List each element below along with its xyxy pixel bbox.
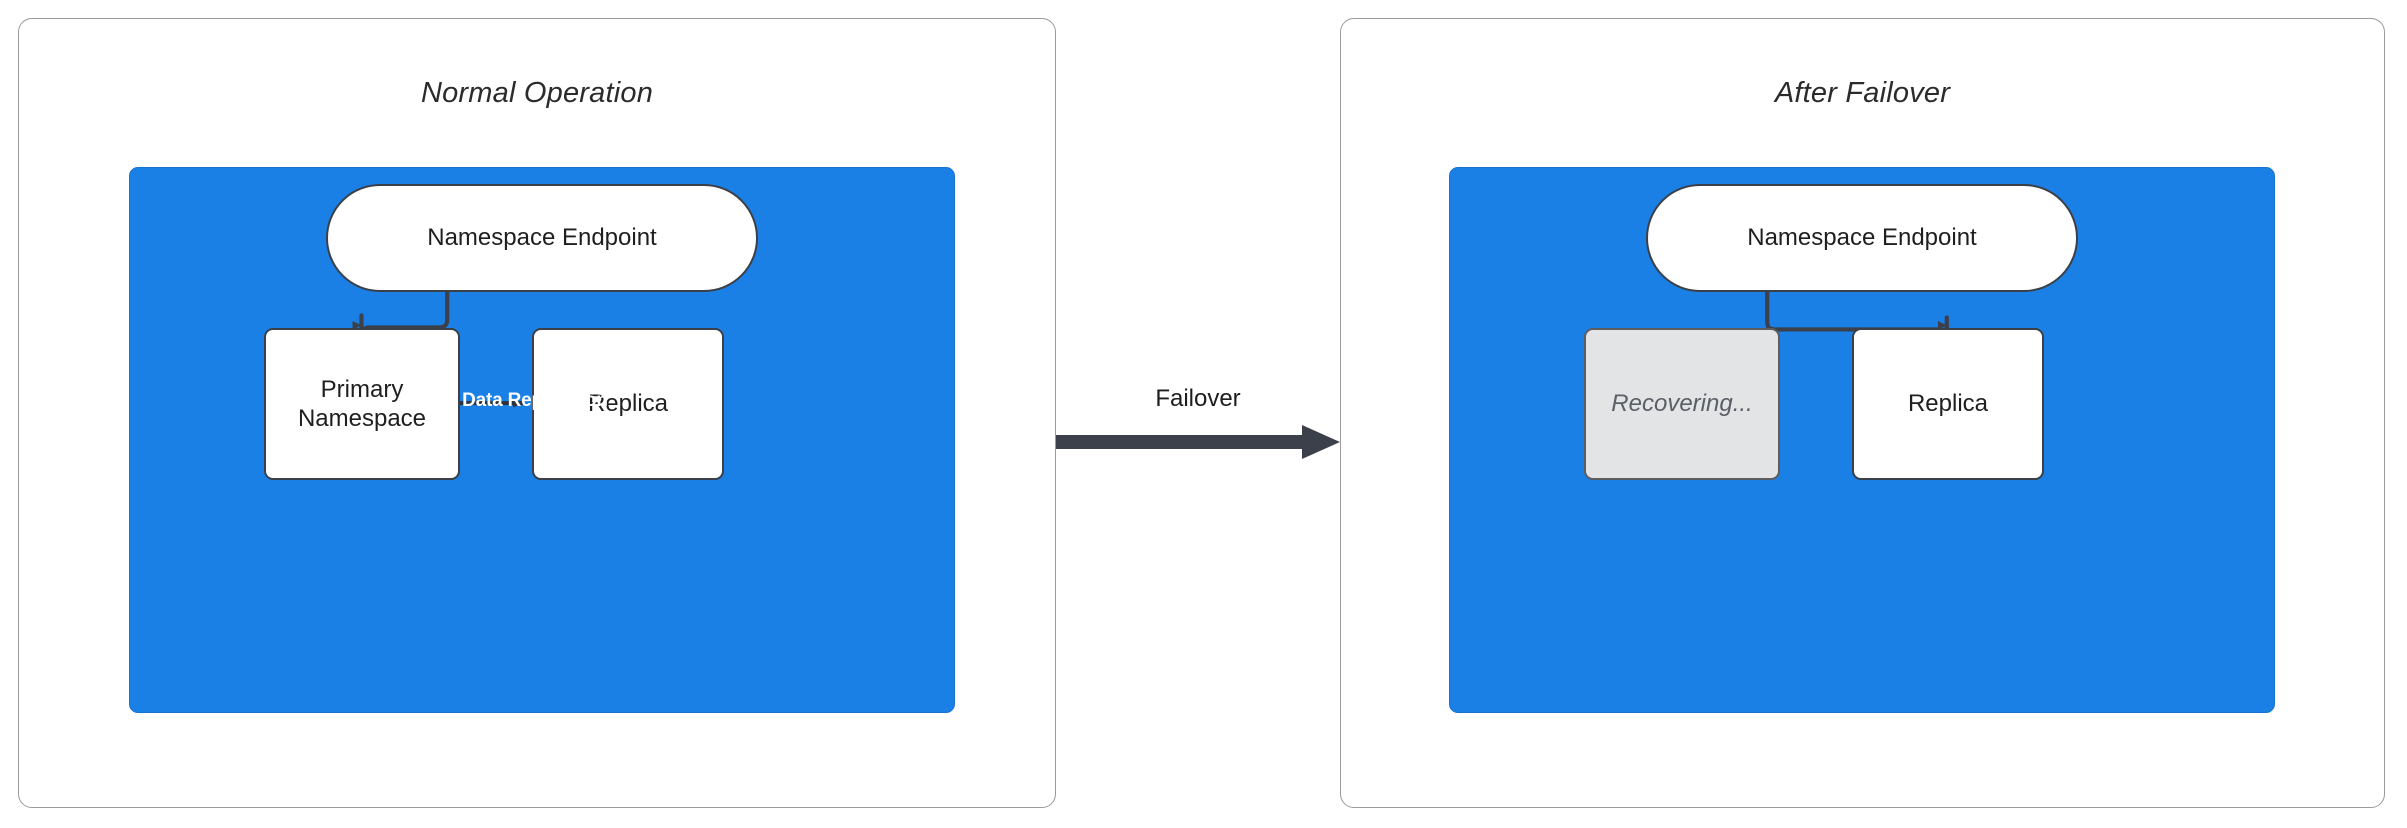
- node-label-line2: Namespace: [297, 405, 427, 432]
- failover-transition: Failover: [1056, 385, 1340, 475]
- panel-right-title: After Failover: [1774, 77, 1951, 109]
- node-namespace-endpoint-right[interactable]: Namespace Endpoint: [1646, 184, 2078, 292]
- panel-left-title: Normal Operation: [420, 77, 654, 109]
- node-label: Namespace Endpoint: [1747, 224, 1977, 252]
- node-replica-left[interactable]: Replica: [532, 328, 724, 480]
- node-label: Namespace Endpoint: [427, 224, 657, 252]
- node-label: Primary Namespace: [298, 375, 426, 434]
- panel-normal-operation: Normal Operation: [18, 18, 1056, 808]
- node-label-line1: Primary: [320, 375, 404, 403]
- failover-arrow-icon: [1056, 425, 1340, 459]
- node-label: Recovering...: [1611, 390, 1753, 418]
- node-label: Replica: [1907, 390, 1989, 418]
- failover-label: Failover: [1155, 385, 1241, 412]
- panel-after-failover: After Failover Namespace Endpoint Recove…: [1340, 18, 2385, 808]
- node-recovering[interactable]: Recovering...: [1584, 328, 1780, 480]
- node-namespace-endpoint-left[interactable]: Namespace Endpoint: [326, 184, 758, 292]
- node-label: Replica: [587, 390, 669, 418]
- node-primary-namespace[interactable]: Primary Namespace: [264, 328, 460, 480]
- availability-zone-left: Namespace Endpoint Primary Namespace Rep…: [129, 167, 955, 713]
- edge-label-data-replication: Data Replication: [462, 390, 608, 411]
- availability-zone-right: Namespace Endpoint Recovering... Replica: [1449, 167, 2275, 713]
- node-replica-right[interactable]: Replica: [1852, 328, 2044, 480]
